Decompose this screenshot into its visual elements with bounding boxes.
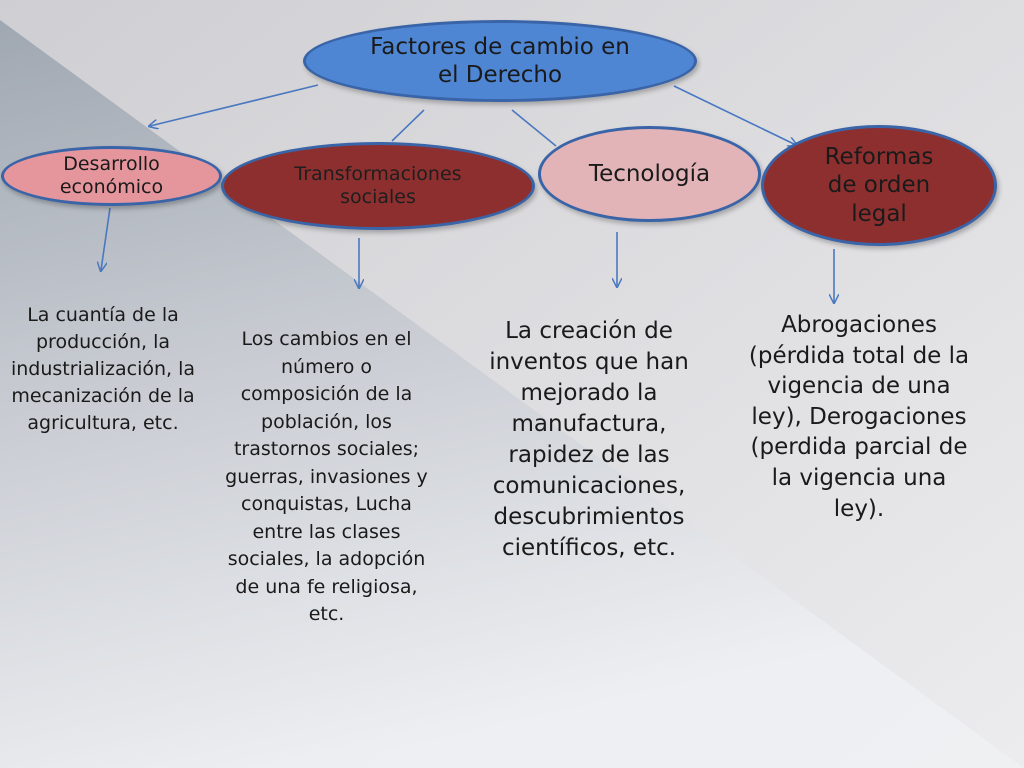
branch-node-desarrollo-label: Desarrollo económico: [59, 152, 164, 198]
connector-root-reformas: [673, 85, 796, 145]
branch-node-reformas: Reformas de orden legal: [761, 125, 997, 246]
branch-node-tecnologia: Tecnología: [538, 126, 761, 222]
description-transformaciones: Los cambios en el número o composición d…: [225, 328, 428, 625]
connector-root-tecnologia: [511, 109, 557, 147]
branch-node-transformaciones-label: Transformaciones sociales: [294, 162, 462, 208]
description-reformas: Abrogaciones (pérdida total de la vigenc…: [748, 312, 970, 522]
root-node-label: Factores de cambio en el Derecho: [370, 33, 630, 88]
branch-node-desarrollo: Desarrollo económico: [1, 146, 222, 206]
root-node: Factores de cambio en el Derecho: [303, 20, 697, 102]
branch-node-tecnologia-label: Tecnología: [588, 160, 711, 187]
description-desarrollo: La cuantía de la producción, la industri…: [10, 304, 196, 434]
connector-root-transformaciones: [391, 109, 425, 142]
description-tecnologia: La creación de inventos que han mejorado…: [489, 318, 689, 561]
branch-node-reformas-label: Reformas de orden legal: [824, 144, 934, 227]
connector-root-desarrollo: [150, 84, 319, 126]
branch-node-transformaciones: Transformaciones sociales: [221, 142, 535, 230]
arrow-desarrollo-desc: [101, 207, 111, 270]
